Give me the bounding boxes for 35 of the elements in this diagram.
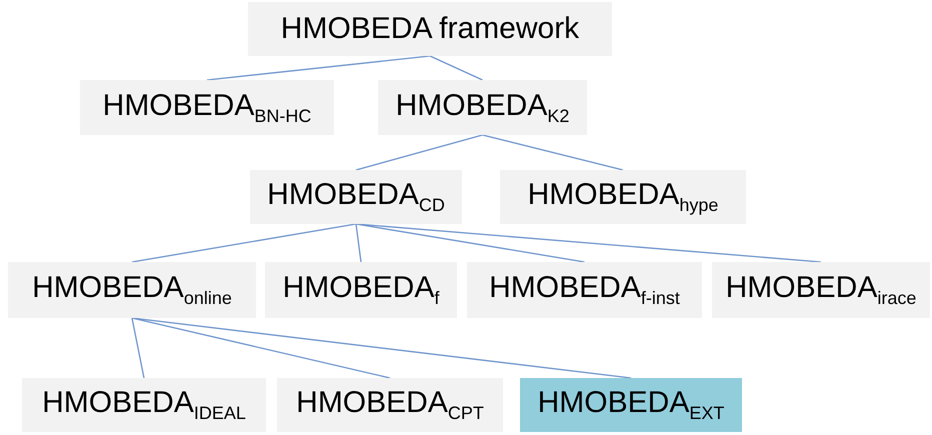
node-label: HMOBEDA$_{f-inst}$ [489,271,680,309]
connector-line [356,134,483,171]
tree-node-box [712,262,930,318]
node-label: HMOBEDA$_{hype}$ [528,178,718,216]
tree-node-box [500,170,746,224]
node-label: HMOBEDA$_{CPT}$ [296,386,484,424]
node-label: HMOBEDA framework [280,12,580,46]
tree-node-box [277,378,503,432]
tree-node-box [467,262,702,318]
tree-node-box [8,262,256,318]
tree-node-box [520,378,742,432]
tree-node-box [378,80,587,135]
connector-line [132,317,632,379]
node-label: HMOBEDA$_{irace}$ [726,271,916,309]
tree-node-box [22,378,266,432]
node-label: HMOBEDA$_{online}$ [32,271,232,309]
connector-line [482,134,624,171]
tree-node-box [248,2,612,56]
tree-node-box [250,170,462,224]
connector-line [355,224,362,262]
node-label: HMOBEDA$_{BN-HC}$ [102,88,312,126]
connector-line [132,223,356,263]
node-label: HMOBEDA$_{f}$ [282,271,440,309]
connector-line [356,223,585,263]
connector-line [356,223,822,263]
connector-line [206,55,430,81]
node-label: HMOBEDA$_{EXT}$ [538,386,724,424]
node-label: HMOBEDA$_{IDEAL}$ [42,386,246,424]
connector-line [131,318,145,378]
connector-line [132,317,390,379]
connector-line [430,55,483,81]
tree-node-box [265,262,457,318]
node-label: HMOBEDA$_{K2}$ [396,88,570,126]
node-label: HMOBEDA$_{CD}$ [267,178,445,216]
tree-node-box [80,80,334,135]
